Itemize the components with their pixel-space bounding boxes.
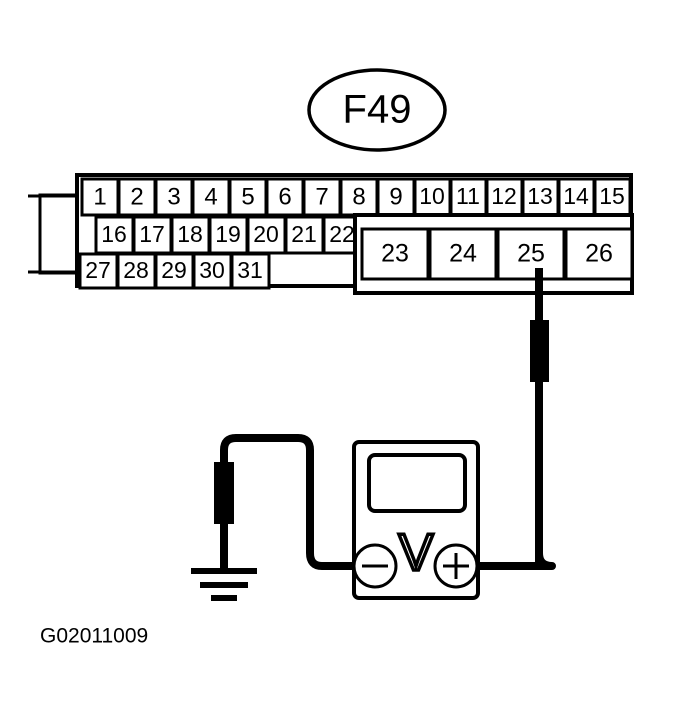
pin-cell-box[interactable] xyxy=(360,227,430,281)
pin-cell-box[interactable] xyxy=(564,227,634,281)
pin-label: 22 xyxy=(329,221,355,247)
connector-top-row: 1 2 3 4 5 6 7 xyxy=(80,177,632,217)
pin-cell[interactable]: 25 xyxy=(496,227,566,281)
pin-cell[interactable]: 8 xyxy=(339,177,379,217)
pin-cell-box[interactable] xyxy=(284,215,325,255)
pin-label: 2 xyxy=(130,183,143,210)
pin-label: 25 xyxy=(517,240,545,268)
pin-label: 6 xyxy=(278,183,291,210)
ground-bar-1 xyxy=(191,568,257,574)
pin-label: 19 xyxy=(215,221,241,247)
pin-label: 9 xyxy=(389,183,402,210)
pin-label: 17 xyxy=(139,221,165,247)
pin-cell[interactable]: 27 xyxy=(78,252,119,290)
pin-label: 18 xyxy=(177,221,203,247)
pin-cell[interactable]: 15 xyxy=(593,177,632,217)
pin-label: 3 xyxy=(167,183,180,210)
meter-negative-terminal[interactable] xyxy=(352,543,398,589)
figure-caption: G02011009 xyxy=(40,625,148,648)
connector-left-tab xyxy=(28,193,82,275)
pin-cell[interactable]: 19 xyxy=(208,215,249,255)
pin-cell-box[interactable] xyxy=(593,177,632,217)
meter-display xyxy=(367,453,467,513)
pin-label: 15 xyxy=(599,183,625,209)
connector-id-badge: F49 xyxy=(307,68,447,152)
pin-cell[interactable]: 5 xyxy=(228,177,268,217)
pin-cell-box[interactable] xyxy=(265,177,305,217)
pin-label: 8 xyxy=(352,183,365,210)
pin-label: 29 xyxy=(161,257,187,283)
pin-cell[interactable]: 21 xyxy=(284,215,325,255)
pin-label: 30 xyxy=(199,257,225,283)
pin-label: 11 xyxy=(456,183,480,209)
pin-cell[interactable]: 6 xyxy=(265,177,305,217)
connector-id-ellipse xyxy=(307,68,447,152)
pin-label: 7 xyxy=(315,183,328,210)
pin-cell[interactable]: 1 xyxy=(80,177,120,217)
connector-id-label: F49 xyxy=(343,88,412,132)
pin-cell[interactable]: 12 xyxy=(485,177,524,217)
pin-label: 4 xyxy=(204,183,217,210)
negative-test-lead xyxy=(214,434,356,570)
pin-cell[interactable]: 30 xyxy=(192,252,233,290)
pin-cell[interactable]: 11 xyxy=(449,177,488,217)
pin-cell-box[interactable] xyxy=(230,252,271,290)
pin-cell[interactable]: 4 xyxy=(191,177,231,217)
pin-label: 10 xyxy=(419,183,445,209)
pin-label: 26 xyxy=(585,240,613,268)
pin-label: 16 xyxy=(101,221,127,247)
pin-label: 23 xyxy=(381,240,409,268)
pin-cell-box[interactable] xyxy=(496,227,566,281)
ground-bar-3 xyxy=(211,595,237,601)
pin-label: 20 xyxy=(253,221,279,247)
ground-symbol xyxy=(191,568,257,601)
pin-cell-box[interactable] xyxy=(428,227,498,281)
pin-label: 21 xyxy=(291,221,317,247)
pin-label: 5 xyxy=(241,183,254,210)
pin-cell-box[interactable] xyxy=(192,252,233,290)
pin-label: 27 xyxy=(85,257,111,283)
connector-bottom-row: 27 28 29 30 31 xyxy=(78,252,271,290)
meter-positive-terminal[interactable] xyxy=(433,543,479,589)
pin-cell[interactable]: 13 xyxy=(521,177,560,217)
pin-cell[interactable]: 3 xyxy=(154,177,194,217)
pin-cell[interactable]: 29 xyxy=(154,252,195,290)
pin-cell[interactable]: 26 xyxy=(564,227,634,281)
pin-cell[interactable]: 16 xyxy=(94,215,135,255)
pin-cell[interactable]: 18 xyxy=(170,215,211,255)
positive-test-lead xyxy=(476,268,556,570)
meter-unit-label: V xyxy=(399,524,434,582)
pin-cell[interactable]: 24 xyxy=(428,227,498,281)
negative-probe-body xyxy=(214,462,234,524)
negative-lead-wire xyxy=(220,434,356,570)
pin-label: 14 xyxy=(563,183,589,209)
pin-label: 13 xyxy=(527,183,553,209)
pin-cell[interactable]: 28 xyxy=(116,252,157,290)
pin-label: 24 xyxy=(449,240,477,268)
positive-probe-body xyxy=(530,320,549,382)
pin-cell[interactable]: 2 xyxy=(117,177,157,217)
pin-cell[interactable]: 14 xyxy=(557,177,596,217)
pin-cell-box[interactable] xyxy=(117,177,157,217)
pin-label: 1 xyxy=(93,183,106,210)
pin-cell[interactable]: 9 xyxy=(376,177,416,217)
connector-middle-row: 16 17 18 19 20 21 xyxy=(94,215,363,255)
pin-cell-box[interactable] xyxy=(191,177,231,217)
left-tab-box xyxy=(38,193,82,275)
pin-cell[interactable]: 23 xyxy=(360,227,430,281)
pin-cell-box[interactable] xyxy=(116,252,157,290)
pin-label: 12 xyxy=(491,183,517,209)
pin-label: 31 xyxy=(237,257,263,283)
pin-cell[interactable]: 20 xyxy=(246,215,287,255)
ground-bar-2 xyxy=(200,582,248,588)
connector-right-lower-row: 23 24 25 26 xyxy=(353,213,634,295)
pin-cell[interactable]: 31 xyxy=(230,252,271,290)
pin-cell-box[interactable] xyxy=(78,252,119,290)
pin-cell[interactable]: 10 xyxy=(413,177,452,217)
pin-cell[interactable]: 7 xyxy=(302,177,342,217)
pin-cell[interactable]: 17 xyxy=(132,215,173,255)
pin-label: 28 xyxy=(123,257,149,283)
voltmeter: V xyxy=(352,440,480,600)
